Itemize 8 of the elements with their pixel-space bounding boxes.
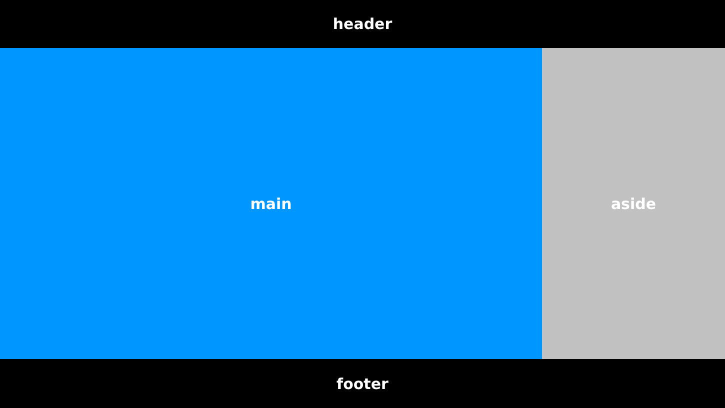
section-label: main bbox=[250, 194, 292, 212]
section-label: footer bbox=[336, 374, 388, 392]
aside-panel bbox=[542, 48, 725, 359]
footer-band bbox=[0, 359, 725, 408]
main-panel bbox=[0, 48, 542, 359]
section-label: aside bbox=[610, 194, 656, 212]
section-label: header bbox=[332, 15, 392, 33]
header-band bbox=[0, 0, 725, 48]
